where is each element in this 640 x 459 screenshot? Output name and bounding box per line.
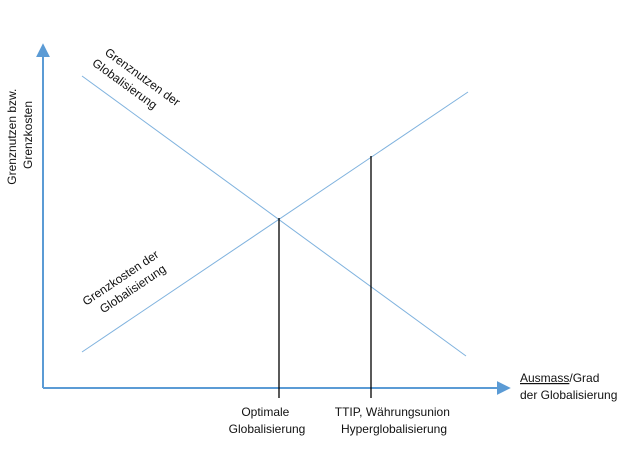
- y-axis-label: Grenznutzen bzw. Grenzkosten: [5, 85, 35, 184]
- cost-curve-label: Grenzkosten der Globalisierung: [80, 245, 173, 321]
- x-axis-label: Ausmass/Grad der Globalisierung: [520, 371, 617, 402]
- x-axis-label-underlined: Ausmass: [520, 371, 569, 385]
- optimal-globalization-label: Optimale Globalisierung: [229, 405, 306, 436]
- marginal-benefit-curve: [81, 75, 467, 357]
- hyperglobalization-label: TTIP, Währungsunion Hyperglobalisierung: [335, 405, 454, 436]
- benefit-curve-label: Grenznutzen der Globalisierung: [90, 43, 186, 124]
- marginal-cost-curve: [81, 91, 469, 353]
